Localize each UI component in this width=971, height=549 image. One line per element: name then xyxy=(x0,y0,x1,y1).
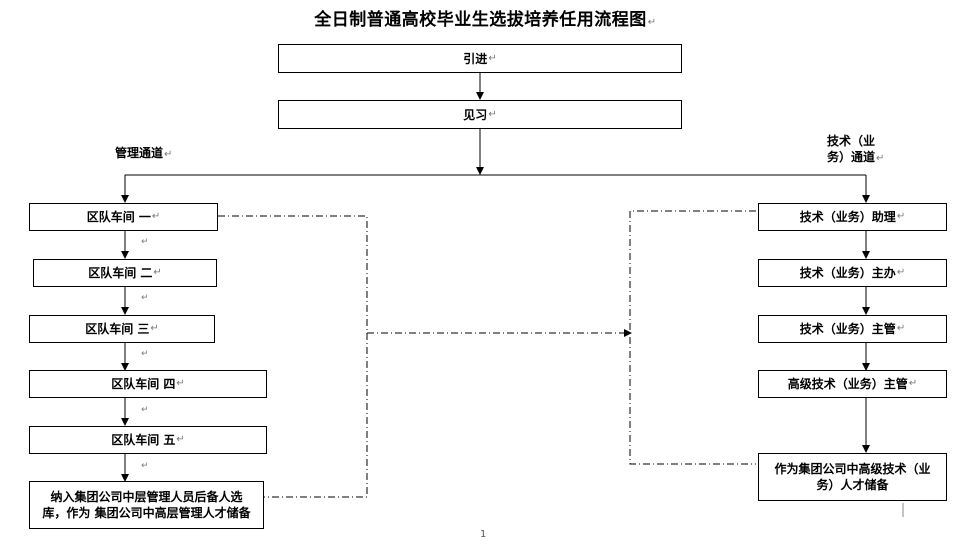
paragraph-mark: ↵ xyxy=(141,293,149,303)
management-step-2: 区队车间 二↵ xyxy=(33,259,217,287)
management-channel-label: 管理通道↵ xyxy=(115,146,173,160)
management-step-4: 区队车间 四↵ xyxy=(29,370,267,398)
technical-step-1: 技术（业务）助理↵ xyxy=(758,203,947,231)
technical-step-4: 高级技术（业务）主管↵ xyxy=(758,370,947,398)
technical-step-3: 技术（业务）主管↵ xyxy=(758,315,947,343)
management-step-1: 区队车间 一↵ xyxy=(29,203,218,231)
management-step-3: 区队车间 三↵ xyxy=(29,315,215,343)
management-final: 纳入集团公司中层管理人员后备人选库，作为 集团公司中高层管理人才储备 xyxy=(29,481,264,529)
paragraph-mark: ↵ xyxy=(141,237,149,247)
management-step-5: 区队车间 五↵ xyxy=(29,426,267,454)
step-introduction: 引进↵ xyxy=(278,44,682,73)
step-probation: 见习↵ xyxy=(278,100,682,129)
technical-step-2: 技术（业务）主办↵ xyxy=(758,259,947,287)
page-number: 1 xyxy=(480,529,487,540)
cross-channel-arrowhead xyxy=(624,329,632,337)
technical-channel-label: 技术（业务）通道↵ xyxy=(827,134,885,164)
paragraph-mark: ↵ xyxy=(141,349,149,359)
technical-final: 作为集团公司中高级技术（业务）人才储备 xyxy=(758,453,947,501)
cross-channel-dashdot xyxy=(218,210,756,498)
page-title: 全日制普通高校毕业生选拔培养任用流程图↵ xyxy=(314,10,657,30)
paragraph-mark: ↵ xyxy=(141,461,149,471)
paragraph-mark: ↵ xyxy=(141,405,149,415)
